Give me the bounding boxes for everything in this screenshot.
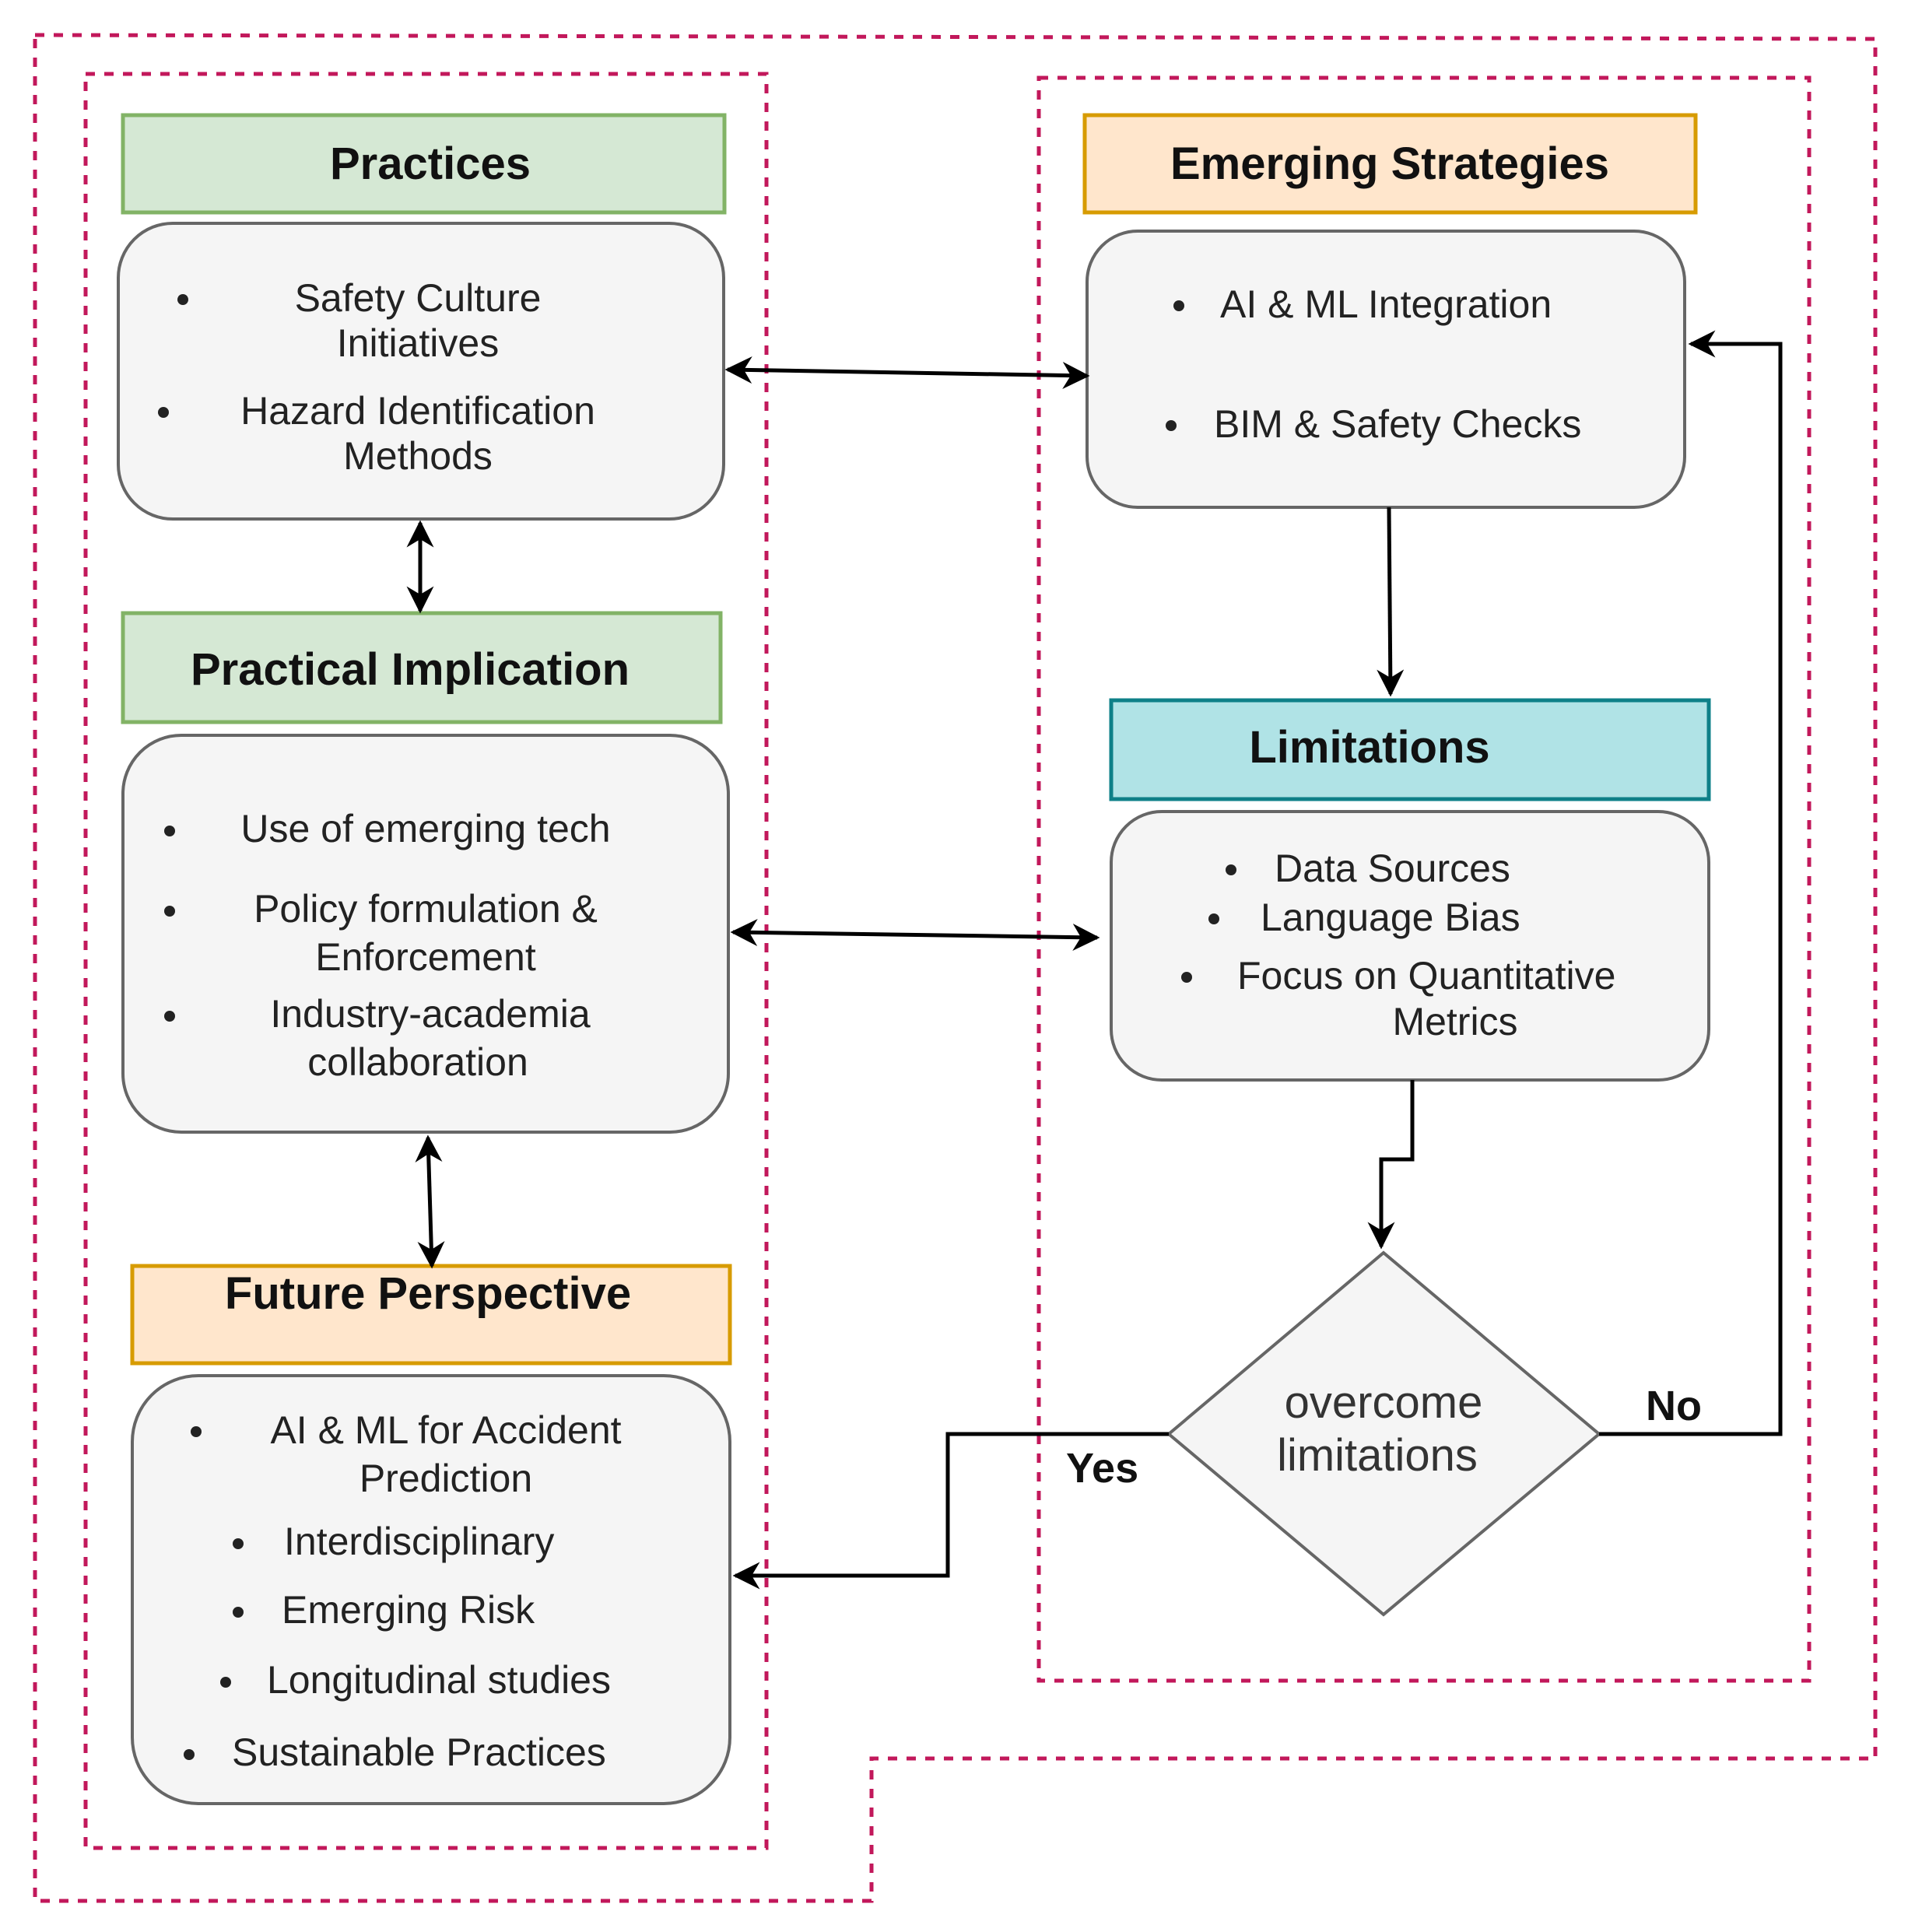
bullet xyxy=(1208,913,1219,924)
bullet xyxy=(233,1538,244,1549)
yes-label: Yes xyxy=(1066,1445,1138,1492)
outer-dashed-boundary xyxy=(33,33,1878,1903)
practical-implication-item-1: Use of emerging tech xyxy=(240,807,610,850)
bullet xyxy=(1173,300,1184,311)
decision-line-2: limitations xyxy=(1277,1430,1478,1481)
emerging-strategies-content-box xyxy=(1086,230,1686,509)
implication-future-connector xyxy=(415,1134,445,1269)
bullet xyxy=(158,407,169,418)
practical-implication-item-3-line-2: collaboration xyxy=(307,1040,528,1084)
future-perspective-item-1-line-2: Prediction xyxy=(360,1457,532,1500)
practices-item-2-line-1: Hazard Identification xyxy=(240,389,595,433)
future-perspective-item-4: Longitudinal studies xyxy=(267,1658,611,1702)
practical-implication-item-2-line-1: Policy formulation & xyxy=(254,887,598,931)
practices-strategies-connector xyxy=(724,356,1090,389)
emerging-strategies-title: Emerging Strategies xyxy=(1170,139,1609,189)
limitations-content-box xyxy=(1110,810,1710,1082)
bullet xyxy=(1226,864,1236,875)
implication-limitations-connector xyxy=(730,918,1100,952)
future-perspective-content: AI & ML for Accident Prediction Interdis… xyxy=(131,1374,731,1805)
bullet xyxy=(164,906,175,917)
practices-item-1-line-2: Initiatives xyxy=(337,321,499,365)
bullet xyxy=(220,1677,231,1688)
limitations-header-box xyxy=(1109,698,1711,801)
decision-no-connector xyxy=(1599,330,1783,1436)
limitations-item-3-line-2: Metrics xyxy=(1392,1000,1517,1043)
practices-header-box xyxy=(121,113,727,215)
decision-node: overcome limitations xyxy=(1166,1250,1602,1617)
bullet xyxy=(177,294,188,305)
no-label: No xyxy=(1646,1383,1702,1429)
bullet xyxy=(233,1607,244,1618)
future-perspective-title: Future Perspective xyxy=(225,1268,631,1319)
future-perspective-item-1-line-1: AI & ML for Accident xyxy=(270,1408,621,1452)
decision-diamond xyxy=(1166,1250,1602,1617)
limitations-title: Limitations xyxy=(1249,722,1489,773)
limitations-item-3-line-1: Focus on Quantitative xyxy=(1237,954,1615,998)
practical-implication-title: Practical Implication xyxy=(191,644,630,695)
future-perspective-header: Future Perspective xyxy=(130,1264,732,1366)
practices-content: Safety Culture Initiatives Hazard Identi… xyxy=(117,222,725,521)
practical-implication-content-box xyxy=(121,734,730,1134)
future-perspective-content-box xyxy=(131,1374,731,1805)
right-dashed-group xyxy=(1036,75,1812,1683)
limitations-decision-connector xyxy=(1367,1080,1415,1250)
practices-item-1-line-1: Safety Culture xyxy=(295,276,542,320)
decision-yes-connector xyxy=(732,1432,1169,1590)
emerging-strategies-item-2: BIM & Safety Checks xyxy=(1214,402,1581,446)
limitations-header: Limitations xyxy=(1109,698,1711,801)
practices-title: Practices xyxy=(330,139,531,189)
limitations-content: Data Sources Language Bias Focus on Quan… xyxy=(1110,810,1710,1082)
future-perspective-item-3: Emerging Risk xyxy=(282,1588,535,1632)
bullet xyxy=(164,1011,175,1022)
emerging-strategies-header-box xyxy=(1082,113,1698,215)
limitations-item-1: Data Sources xyxy=(1275,847,1510,890)
emerging-strategies-content: AI & ML Integration BIM & Safety Checks xyxy=(1086,230,1686,509)
bullet xyxy=(184,1749,195,1760)
future-perspective-item-5: Sustainable Practices xyxy=(232,1730,606,1774)
decision-line-1: overcome xyxy=(1285,1377,1483,1428)
bullet xyxy=(1181,972,1192,983)
left-dashed-group xyxy=(83,72,769,1850)
emerging-strategies-item-1: AI & ML Integration xyxy=(1220,282,1552,326)
future-perspective-item-2: Interdisciplinary xyxy=(284,1520,554,1563)
emerging-strategies-header: Emerging Strategies xyxy=(1082,113,1698,215)
practical-implication-header: Practical Implication xyxy=(121,611,723,724)
practices-header: Practices xyxy=(121,113,727,215)
practical-implication-item-3-line-1: Industry-academia xyxy=(270,992,590,1036)
practices-content-box xyxy=(117,222,725,521)
limitations-item-2: Language Bias xyxy=(1261,896,1520,939)
strategies-limitations-connector xyxy=(1377,507,1405,697)
practical-implication-header-box xyxy=(121,611,723,724)
practical-implication-item-2-line-2: Enforcement xyxy=(315,935,536,979)
bullet xyxy=(164,826,175,836)
practices-item-2-line-2: Methods xyxy=(343,434,493,478)
bullet xyxy=(1166,420,1177,431)
bullet xyxy=(191,1426,202,1437)
practical-implication-content: Use of emerging tech Policy formulation … xyxy=(121,734,730,1134)
